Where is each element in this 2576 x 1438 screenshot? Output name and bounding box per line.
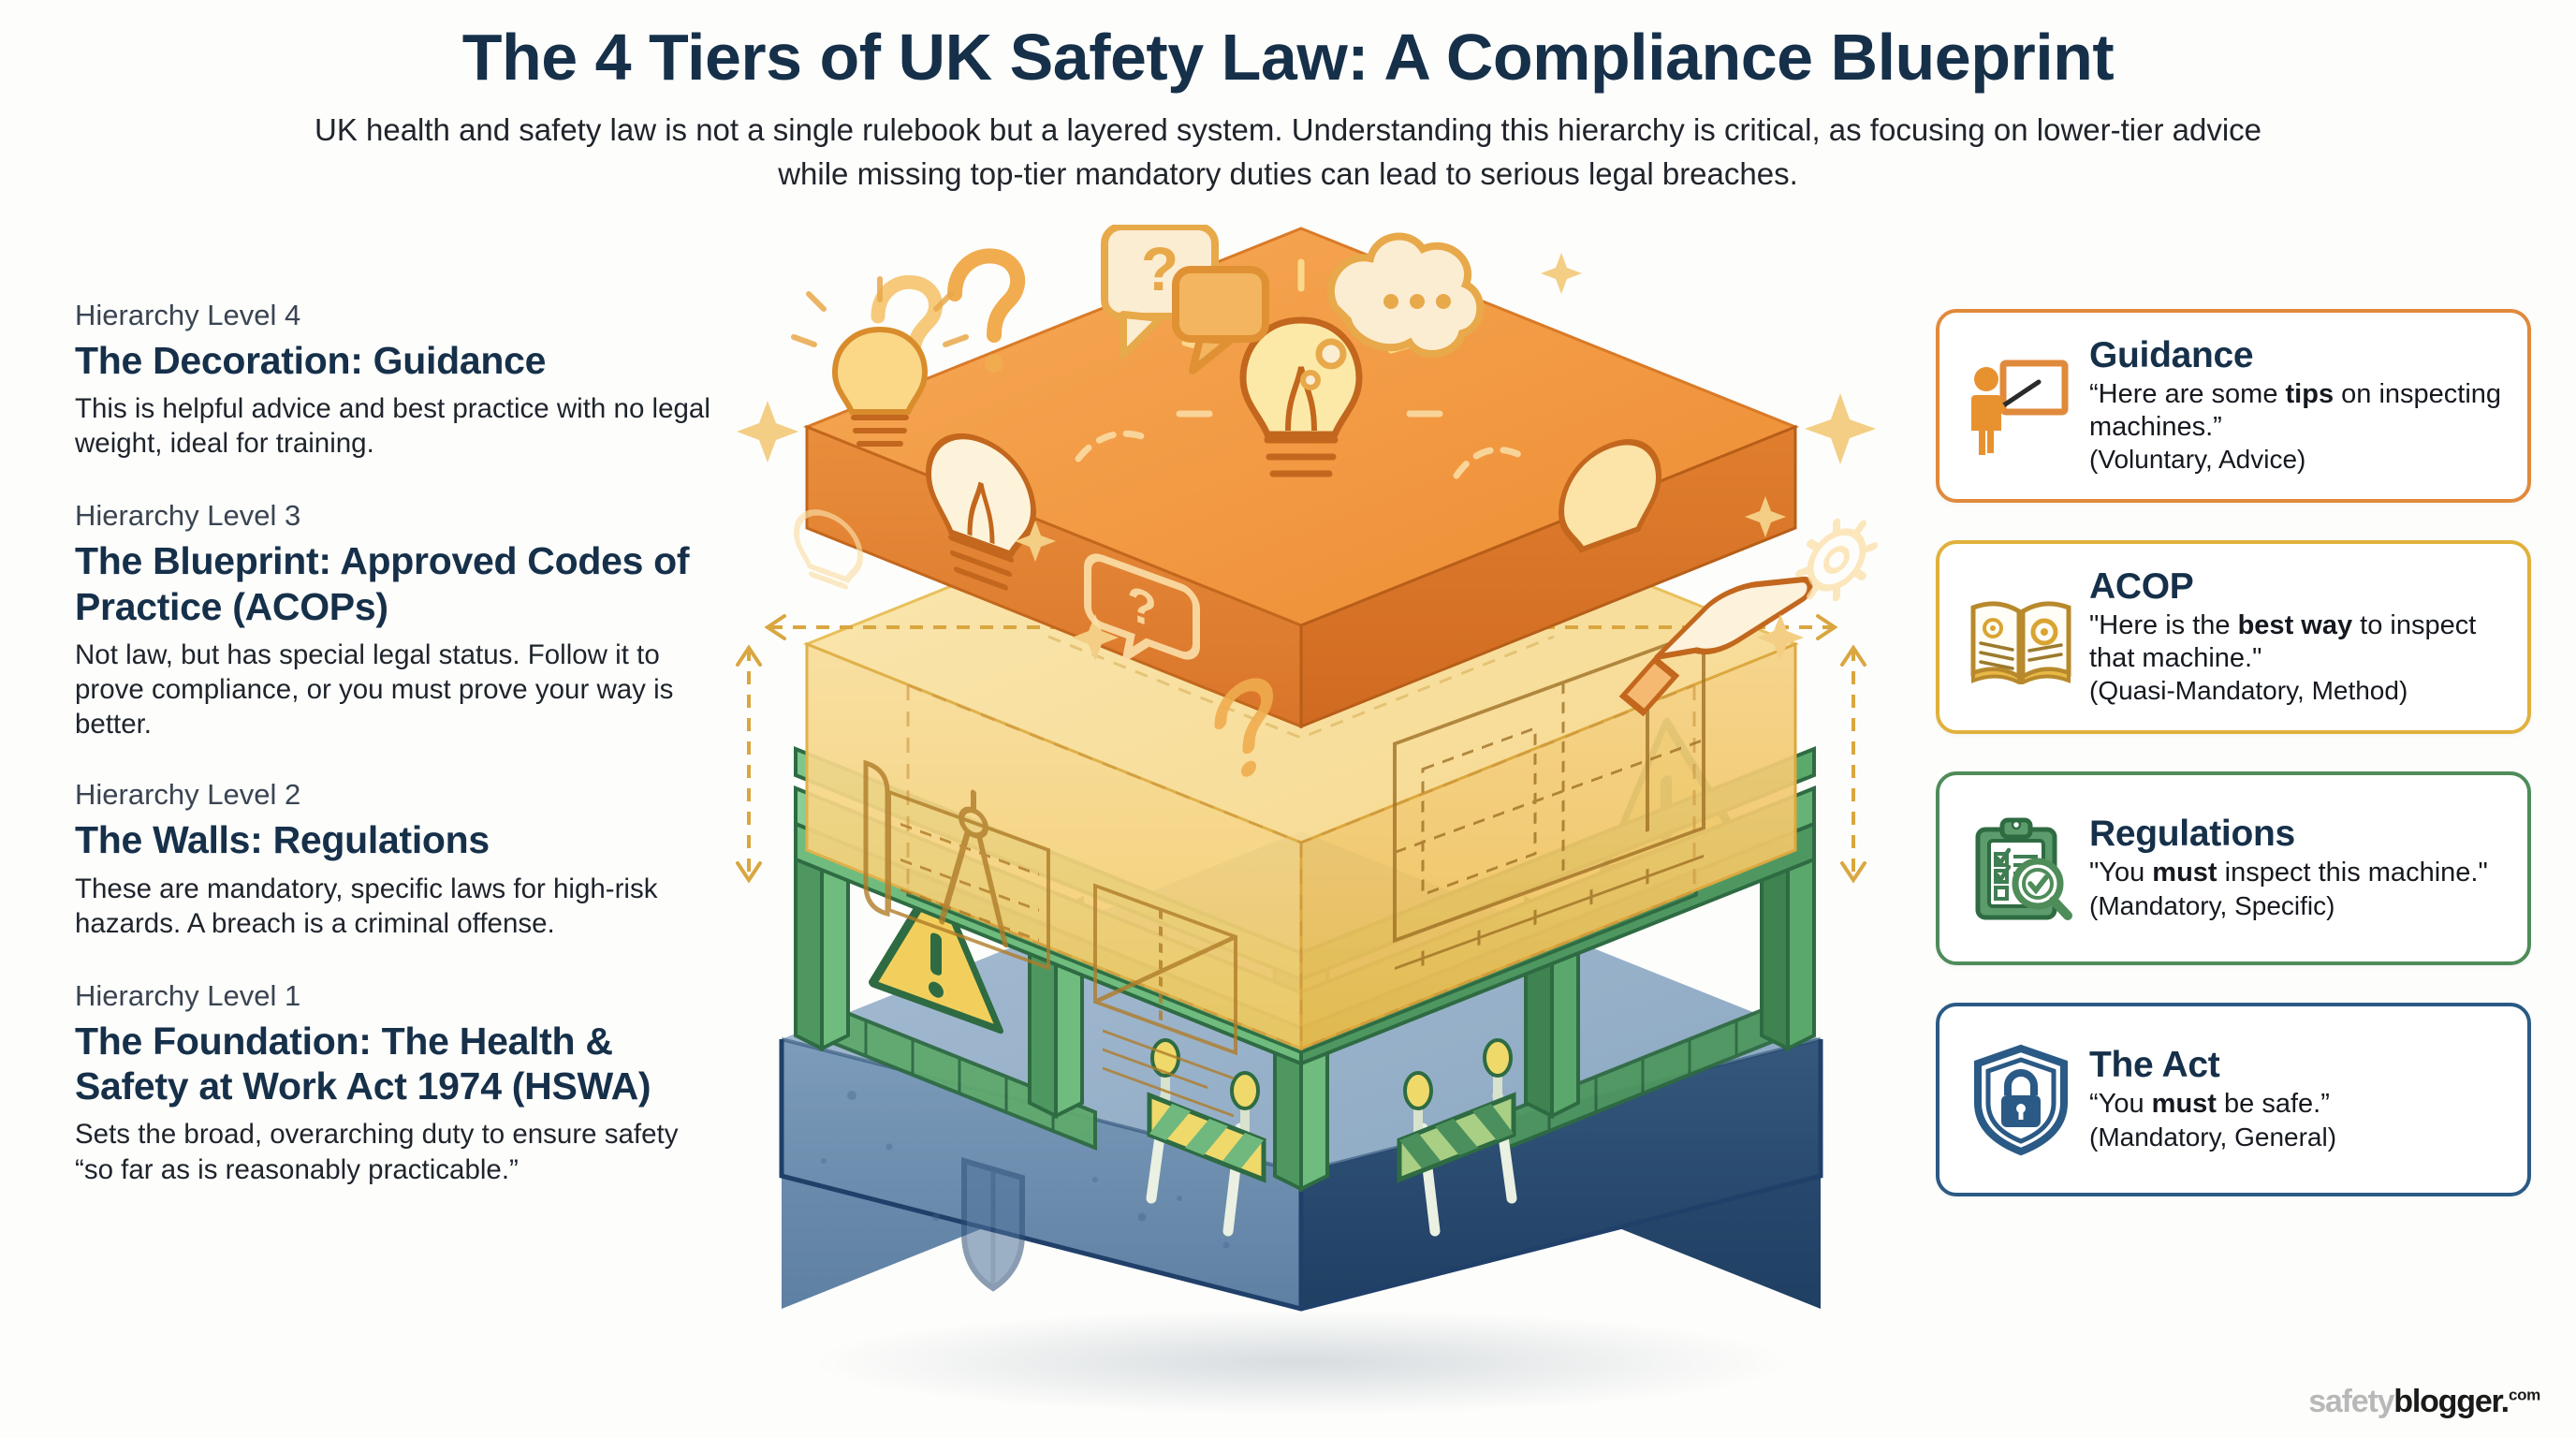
logo-blogger-text: blogger.: [2393, 1384, 2510, 1419]
logo-safety-text: safety: [2308, 1384, 2394, 1419]
tier-block-level-2: Hierarchy Level 2 The Walls: Regulations…: [75, 777, 721, 940]
shield-lock-icon: [1960, 1043, 2082, 1157]
logo-com-text: com: [2508, 1386, 2540, 1404]
tier-title: The Blueprint: Approved Codes of Practic…: [75, 539, 690, 628]
open-hand-icon: [1618, 576, 1813, 717]
card-tag: (Quasi-Mandatory, Method): [2089, 676, 2408, 706]
tier-example-card-column: Guidance “Here are some tips on inspecti…: [1936, 309, 2531, 1234]
quote-emphasis: tips: [2285, 378, 2334, 409]
warning-triangle-left: [869, 874, 1003, 1034]
tier-description-column: Hierarchy Level 4 The Decoration: Guidan…: [75, 298, 721, 1219]
barrier-right: [1397, 1038, 1517, 1237]
quote-post: inspect this machine.": [2217, 858, 2488, 888]
card-tag: (Mandatory, General): [2089, 1123, 2337, 1152]
quote-pre: “You: [2089, 1089, 2152, 1120]
tier-description: Not law, but has special legal status. F…: [75, 638, 674, 741]
card-title: The Act: [2089, 1044, 2220, 1085]
quote-pre: “Here are some: [2089, 378, 2286, 409]
speech-bubble-icon-pair: ?: [1101, 225, 1269, 374]
tier-description: This is helpful advice and best practice…: [75, 393, 710, 460]
card-tag: (Mandatory, Specific): [2089, 891, 2335, 921]
svg-text:?: ?: [1127, 575, 1157, 640]
card-quote: "Here is the best way to inspect that ma…: [2089, 609, 2514, 675]
quote-pre: "Here is the: [2089, 609, 2238, 640]
card-tag: (Voluntary, Advice): [2089, 445, 2306, 475]
tier-level-label: Hierarchy Level 3: [75, 499, 301, 533]
sparkle-icons: [737, 253, 1876, 661]
quote-pre: "You: [2089, 858, 2153, 888]
quote-emphasis: must: [2151, 1089, 2217, 1120]
quote-emphasis: must: [2152, 858, 2217, 888]
header: The 4 Tiers of UK Safety Law: A Complian…: [0, 21, 2576, 197]
drafting-compass-icon: [939, 789, 1008, 948]
page-subtitle: UK health and safety law is not a single…: [314, 112, 2262, 192]
guidance-slab: ?: [737, 225, 1878, 777]
speech-bubble-small-icon: ?: [1084, 553, 1200, 665]
tier-level-label: Hierarchy Level 2: [75, 778, 301, 812]
lightbulb-outline-icon: [793, 509, 864, 590]
quote-emphasis: best way: [2237, 609, 2353, 640]
card-text: ACOP "Here is the best way to inspect th…: [2082, 565, 2514, 708]
card-text: Regulations "You must inspect this machi…: [2082, 814, 2488, 922]
tier-description: These are mandatory, specific laws for h…: [75, 873, 658, 939]
card-text: Guidance “Here are some tips on inspecti…: [2082, 334, 2514, 477]
quote-post: be safe.”: [2216, 1089, 2330, 1120]
barrier-left: [1146, 1038, 1266, 1237]
foundation-shield-emboss: [961, 1157, 1025, 1292]
isometric-four-tier-building-illustration: ?: [655, 225, 1928, 1414]
lightbulb-icon-left: [925, 433, 1037, 591]
card-title: Guidance: [2089, 334, 2254, 375]
thought-cloud-icon: [1300, 232, 1485, 390]
card-title: Regulations: [2089, 813, 2295, 854]
card-quote: “You must be safe.”: [2089, 1088, 2336, 1121]
ground-shadow: [814, 1310, 1788, 1414]
tier-block-level-3: Hierarchy Level 3 The Blueprint: Approve…: [75, 498, 721, 741]
tier-level-label: Hierarchy Level 1: [75, 978, 301, 1012]
open-book-gears-icon: [1960, 591, 2082, 684]
clipboard-magnifier-icon: [1960, 814, 2082, 923]
tier-block-level-4: Hierarchy Level 4 The Decoration: Guidan…: [75, 298, 721, 461]
card-quote: “Here are some tips on inspecting machin…: [2089, 378, 2514, 444]
card-text: The Act “You must be safe.” (Mandatory, …: [2082, 1046, 2336, 1153]
card-the-act[interactable]: The Act “You must be safe.” (Mandatory, …: [1936, 1003, 2531, 1196]
dimension-arrows: [747, 625, 1855, 880]
site-logo[interactable]: safetyblogger.com: [2308, 1386, 2540, 1417]
quote-post: to inspect that machine.": [2089, 609, 2477, 673]
gear-outline-icon: [1795, 518, 1878, 602]
card-acop[interactable]: ACOP "Here is the best way to inspect th…: [1936, 540, 2531, 734]
presenter-whiteboard-icon: [1960, 354, 2082, 459]
card-guidance[interactable]: Guidance “Here are some tips on inspecti…: [1936, 309, 2531, 503]
lightbulb-icon-floating: [791, 276, 969, 447]
page-title: The 4 Tiers of UK Safety Law: A Complian…: [461, 21, 2115, 94]
question-mark-icon-2: [947, 248, 1026, 373]
tier-level-label: Hierarchy Level 4: [75, 299, 301, 331]
lightbulb-icon-right: [1558, 439, 1662, 553]
tier-block-level-1: Hierarchy Level 1 The Foundation: The He…: [75, 978, 721, 1187]
tier-description: Sets the broad, overarching duty to ensu…: [75, 1119, 679, 1185]
quote-post: on inspecting machines.”: [2089, 378, 2502, 442]
card-regulations[interactable]: Regulations "You must inspect this machi…: [1936, 771, 2531, 965]
card-quote: "You must inspect this machine.": [2089, 857, 2488, 889]
tier-title: The Decoration: Guidance: [75, 338, 547, 382]
question-mark-icon-3: [1214, 678, 1273, 777]
card-title: ACOP: [2089, 565, 2194, 607]
tier-title: The Foundation: The Health & Safety at W…: [75, 1019, 651, 1108]
tier-title: The Walls: Regulations: [75, 818, 490, 862]
